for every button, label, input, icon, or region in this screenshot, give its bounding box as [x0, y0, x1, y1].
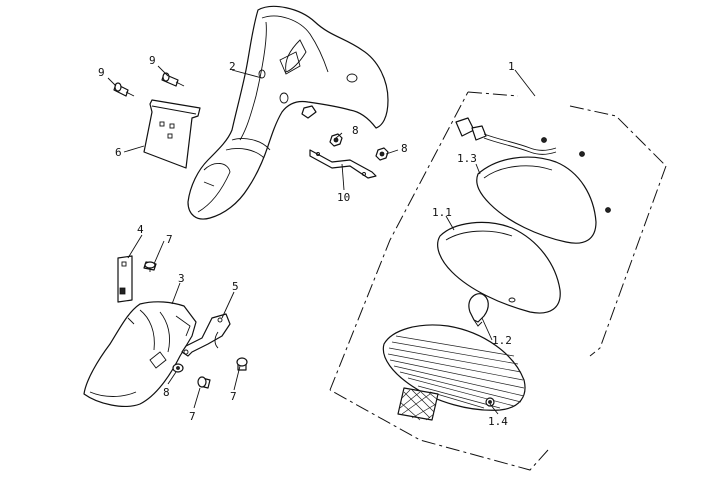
lens-inner: [437, 221, 561, 314]
callout-10: 10: [337, 191, 350, 204]
callout-8a: 8: [352, 124, 359, 137]
bracket-small: [117, 255, 133, 303]
callout-7c: 7: [230, 390, 237, 403]
screw-7a: [143, 261, 157, 272]
nut-8a: [329, 133, 343, 147]
nut-8c: [172, 363, 184, 373]
nut-8b: [375, 147, 389, 161]
callout-5: 5: [232, 280, 239, 293]
stay-bracket: [181, 313, 231, 357]
rear-fender: [187, 5, 389, 220]
callout-3: 3: [178, 272, 185, 285]
callout-9a: 9: [98, 66, 105, 79]
lens-upper: [476, 156, 597, 244]
mounting-studs: [541, 137, 611, 213]
screw-9b: [161, 72, 185, 87]
leader-lines: [107, 65, 536, 415]
connector-wire: [455, 117, 557, 155]
screw-9a: [113, 82, 135, 97]
callout-1: 1: [508, 60, 515, 73]
callout-6: 6: [115, 146, 122, 159]
bracket-strip: [309, 149, 377, 179]
callout-2: 2: [229, 60, 236, 73]
callout-1-3: 1.3: [457, 152, 477, 165]
callout-1-4: 1.4: [488, 415, 508, 428]
callout-7a: 7: [166, 233, 173, 246]
license-reflector: [397, 387, 439, 421]
callout-8b: 8: [401, 142, 408, 155]
callout-1-2: 1.2: [492, 334, 512, 347]
reflector: [382, 324, 526, 411]
callout-4: 4: [137, 223, 144, 236]
screw-7b: [197, 376, 211, 389]
callout-8c: 8: [163, 386, 170, 399]
screw-7c: [236, 357, 248, 371]
callout-9b: 9: [149, 54, 156, 67]
mudguard-rear: [83, 301, 197, 407]
license-plate-holder: [143, 99, 201, 169]
callout-1-1: 1.1: [432, 206, 452, 219]
callout-7b: 7: [189, 410, 196, 423]
tail-light-assembly: [329, 91, 667, 471]
bulb: [468, 293, 489, 327]
callout-labels: 1 1.3 1.1 1.2 1.4 2 3 4 5 6 7 7 7 8 8 8 …: [98, 54, 515, 428]
